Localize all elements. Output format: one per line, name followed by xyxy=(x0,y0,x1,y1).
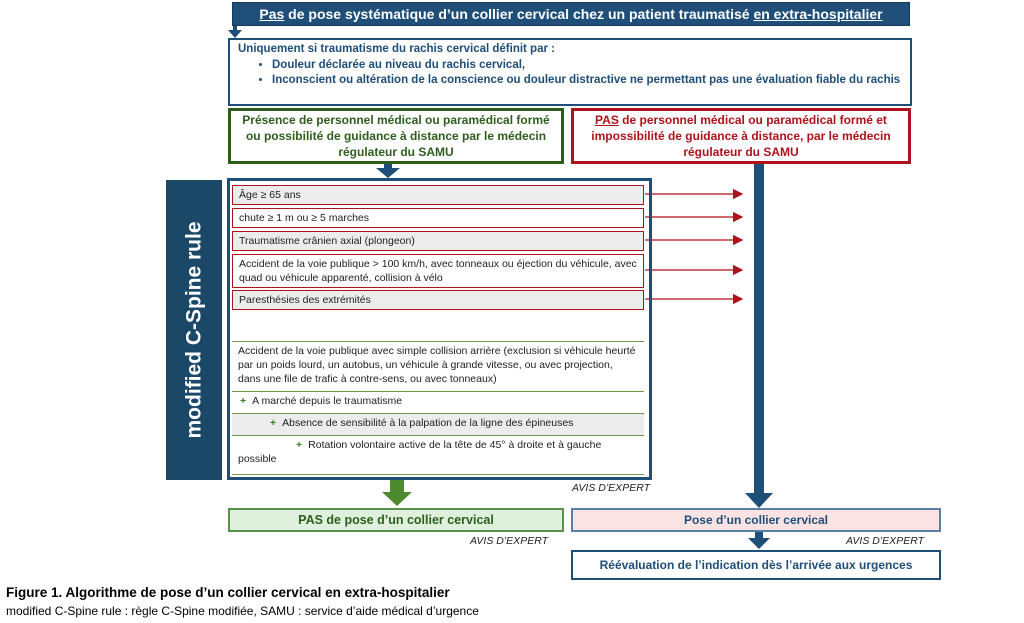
outcome-no-collar-text: PAS de pose d’un collier cervical xyxy=(298,513,494,527)
expert-note: AVIS D’EXPERT xyxy=(846,535,925,547)
criteria-item: Douleur déclarée au niveau du rachis cer… xyxy=(272,58,902,73)
outcome-no-collar: PAS de pose d’un collier cervical xyxy=(228,508,564,532)
green-criterion-row: +Rotation volontaire active de la tête d… xyxy=(232,436,644,474)
green-criterion-text: Accident de la voie publique avec simple… xyxy=(238,345,636,385)
green-criterion-text: Rotation volontaire active de la tête de… xyxy=(238,439,602,465)
sidebar-label-box: modified C-Spine rule xyxy=(166,180,222,480)
plus-icon: + xyxy=(296,439,303,451)
collar-to-reeval-arrow xyxy=(748,532,770,549)
green-criterion-text: A marché depuis le traumatisme xyxy=(252,395,403,407)
red-branch-vertical-arrow xyxy=(745,164,773,508)
red-criterion-text: Âge ≥ 65 ans xyxy=(239,189,301,201)
outcome-collar: Pose d’un collier cervical xyxy=(571,508,941,532)
figure-legend: modified C-Spine rule : règle C-Spine mo… xyxy=(6,604,479,618)
criteria-list: Douleur déclarée au niveau du rachis cer… xyxy=(238,58,902,88)
outcome-reevaluation: Réévaluation de l’indication dès l’arriv… xyxy=(571,550,941,580)
criteria-box: Uniquement si traumatisme du rachis cerv… xyxy=(228,38,912,106)
red-criterion-text: Traumatisme crânien axial (plongeon) xyxy=(239,235,415,247)
expert-note: AVIS D’EXPERT xyxy=(572,482,651,494)
outcome-reevaluation-text: Réévaluation de l’indication dès l’arriv… xyxy=(599,558,913,572)
green-criterion-text: Absence de sensibilité à la palpation de… xyxy=(282,417,574,429)
green-branch-box: Présence de personnel médical ou paraméd… xyxy=(228,108,564,164)
red-criterion-row: Traumatisme crânien axial (plongeon) xyxy=(232,231,644,251)
plus-icon: + xyxy=(270,417,277,429)
title-bar: Pas de pose systématique d’un collier ce… xyxy=(232,2,910,26)
red-branch-pas: PAS xyxy=(595,113,619,127)
criteria-heading: Uniquement si traumatisme du rachis cerv… xyxy=(238,43,555,55)
title-middle: de pose systématique d’un collier cervic… xyxy=(284,6,754,22)
red-criterion-row: Âge ≥ 65 ans xyxy=(232,185,644,205)
green-criterion-row: Accident de la voie publique avec simple… xyxy=(232,342,644,392)
title-extra-hospitalier: en extra-hospitalier xyxy=(753,6,883,22)
outcome-collar-text: Pose d’un collier cervical xyxy=(683,513,829,527)
plus-icon: + xyxy=(240,395,247,407)
red-branch-text: de personnel médical ou paramédical form… xyxy=(591,113,891,159)
red-criterion-row: Accident de la voie publique > 100 km/h,… xyxy=(232,254,644,288)
sidebar-label: modified C-Spine rule xyxy=(182,221,206,439)
title-pas: Pas xyxy=(259,6,285,22)
expert-note: AVIS D’EXPERT xyxy=(470,535,549,547)
green-criterion-row: + A marché depuis le traumatisme xyxy=(232,392,644,414)
figure-caption: Figure 1. Algorithme de pose d’un collie… xyxy=(6,585,450,600)
green-criterion-row: + Absence de sensibilité à la palpation d… xyxy=(232,414,644,436)
red-criterion-text: Accident de la voie publique > 100 km/h,… xyxy=(239,258,637,284)
green-outcome-arrow xyxy=(382,478,412,506)
red-criterion-text: chute ≥ 1 m ou ≥ 5 marches xyxy=(239,212,369,224)
red-branch-box: PAS de personnel médical ou paramédical … xyxy=(571,108,911,164)
red-row-arrows xyxy=(645,188,744,305)
criteria-item: Inconscient ou altération de la conscien… xyxy=(272,73,902,88)
c-spine-rule-box xyxy=(227,178,652,480)
green-branch-text: Présence de personnel médical ou paraméd… xyxy=(242,113,550,159)
red-criterion-text: Paresthésies des extrémités xyxy=(239,294,371,306)
green-branch-down-arrow xyxy=(376,164,400,178)
title-down-arrow xyxy=(228,26,242,38)
red-criterion-row: Paresthésies des extrémités xyxy=(232,290,644,310)
red-criterion-row: chute ≥ 1 m ou ≥ 5 marches xyxy=(232,208,644,228)
